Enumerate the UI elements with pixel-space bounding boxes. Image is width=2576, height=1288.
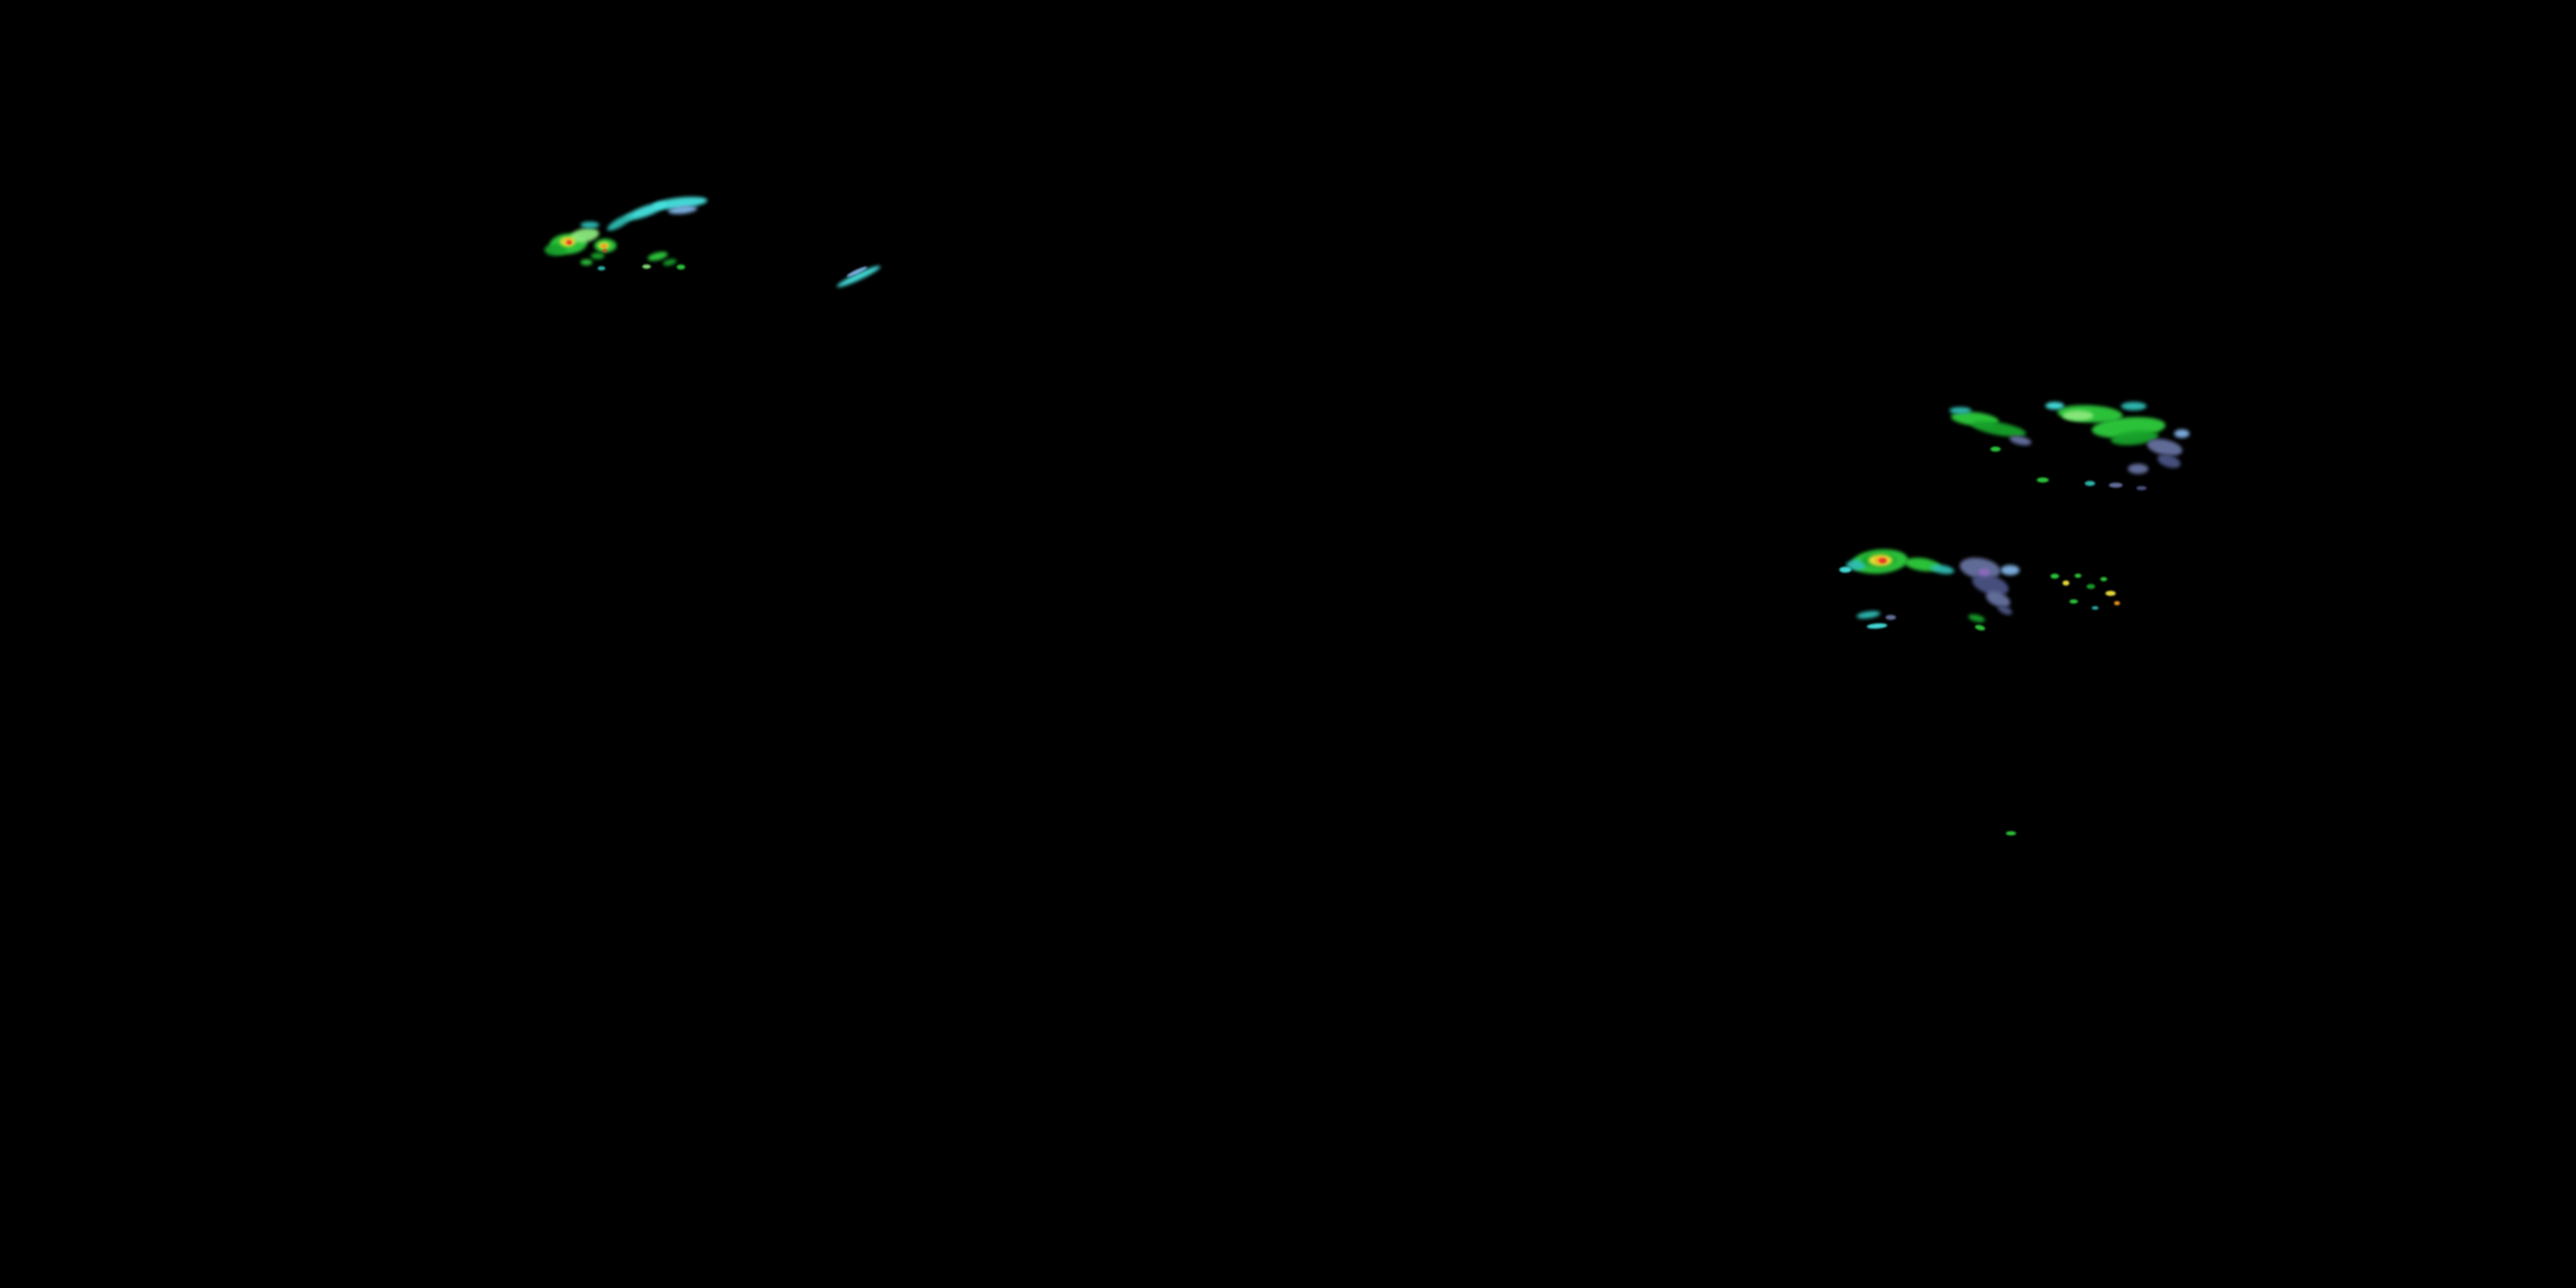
radar-echo-e-tail <box>1967 612 1986 624</box>
radar-echo-e-mixed <box>1978 568 1990 576</box>
radar-echo-ne-band <box>2085 481 2095 486</box>
radar-echo-e-tail <box>1856 610 1881 620</box>
radar-echo-ne-band <box>2128 464 2148 474</box>
radar-echo-ne-band <box>2063 410 2093 421</box>
radar-echo-mid-streak <box>835 263 883 290</box>
radar-echo-e-specks <box>2100 577 2107 581</box>
radar-echo-nw-cells <box>603 249 607 252</box>
radar-echo-nw-cells <box>677 264 685 270</box>
radar-echo-e-specks <box>2069 599 2078 604</box>
radar-echo-e-cell <box>1839 567 1851 573</box>
radar-echo-ne-band <box>1990 447 2001 452</box>
radar-echo-ne-band <box>2008 434 2032 447</box>
radar-echo-s-dot <box>2006 831 2016 835</box>
radar-echo-ne-band <box>2121 402 2147 410</box>
radar-echo-ne-band <box>2174 429 2190 438</box>
radar-echo-nw-cells <box>580 259 592 265</box>
radar-echo-e-cell <box>1879 558 1886 563</box>
radar-echo-ne-band <box>2136 486 2147 490</box>
radar-echo-e-tail <box>1974 623 1986 632</box>
radar-echo-ne-band <box>1949 407 1971 414</box>
radar-echo-nw-cells <box>598 266 605 270</box>
radar-echo-e-specks <box>2063 580 2069 586</box>
radar-echo-e-specks <box>2114 601 2120 605</box>
radar-echo-nw-cells <box>601 244 607 248</box>
radar-echo-nw-cells <box>591 252 605 259</box>
radar-echo-e-specks <box>2075 574 2081 578</box>
radar-echo-e-cell <box>1929 562 1955 576</box>
radar-echo-ne-band <box>2045 402 2064 410</box>
radar-echo-e-tail <box>1866 623 1888 629</box>
radar-echo-nw-cells <box>580 222 599 228</box>
radar-echo-e-specks <box>2092 606 2099 610</box>
radar-echo-e-mixed <box>1996 603 2014 617</box>
radar-echo-e-specks <box>2050 574 2059 579</box>
radar-echo-nw-cells <box>567 240 572 245</box>
radar-echo-e-tail <box>1886 615 1896 620</box>
radar-echo-e-mixed <box>2001 565 2020 575</box>
radar-echo-nw-cells <box>642 264 651 269</box>
radar-echo-ne-band <box>2109 483 2123 488</box>
radar-echo-e-specks <box>2087 584 2095 589</box>
radar-echo-e-specks <box>2105 591 2116 596</box>
radar-echo-nw-cells <box>662 258 677 267</box>
radar-echo-nw-streak <box>605 211 635 234</box>
radar-echo-nw-cells <box>544 244 567 256</box>
radar-echo-ne-band <box>2037 477 2049 483</box>
